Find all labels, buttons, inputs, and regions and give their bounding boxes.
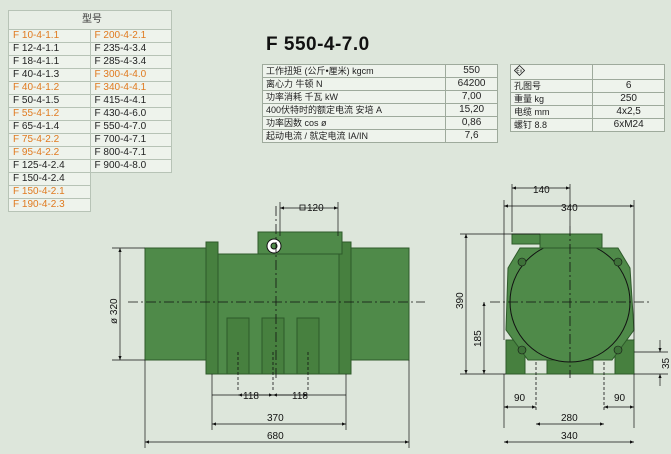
spec-value: 64200 (445, 77, 498, 91)
dim-140: 140 (533, 185, 550, 196)
spec-value: 4x2,5 (592, 105, 665, 119)
dim-280: 280 (561, 413, 578, 424)
dim-90-left: 90 (514, 393, 526, 404)
model-link[interactable]: F 235-4-3.4 (89, 42, 172, 56)
model-title: F 550-4-7.0 (266, 34, 370, 55)
model-link[interactable]: F 550-4-7.0 (89, 120, 172, 134)
spec-label: 工作扭矩 (公斤•厘米) kgcm (261, 64, 447, 78)
model-row: F 150-4-2.4 (8, 172, 172, 186)
dim-90-right: 90 (614, 393, 626, 404)
spec-label: Ex (509, 64, 594, 80)
model-link[interactable]: F 300-4-4.0 (89, 68, 172, 82)
spec-label: 离心力 牛顿 N (261, 77, 447, 91)
dim-35: 35 (661, 357, 671, 369)
model-link[interactable]: F 900-4-8.0 (89, 159, 172, 173)
spec-value: 550 (445, 64, 498, 78)
dim-185: 185 (473, 330, 484, 347)
foot-left (226, 317, 250, 375)
foot-right (296, 317, 320, 375)
spec-label: 起动电流 / 就定电流 IA/IN (261, 129, 447, 143)
spec-value (592, 64, 665, 80)
model-link[interactable]: F 40-4-1.3 (8, 68, 91, 82)
model-list-header: 型号 (8, 10, 172, 30)
square-symbol-icon (299, 204, 306, 211)
dim-340-top: 340 (561, 203, 578, 214)
model-link[interactable]: F 125-4-2.4 (8, 159, 91, 173)
dim-680: 680 (267, 431, 284, 442)
spec-row: Ex (509, 64, 665, 80)
spec-value: 7,6 (445, 129, 498, 143)
model-link[interactable]: F 10-4-1.1 (8, 29, 91, 43)
dim-370: 370 (267, 413, 284, 424)
model-link[interactable]: F 800-4-7.1 (89, 146, 172, 160)
motor-endcap-left (144, 247, 212, 361)
dim-390: 390 (455, 292, 466, 309)
dim-118-right: 118 (292, 391, 308, 402)
motor-endcap-right (344, 247, 410, 361)
bolt-icon (517, 345, 527, 355)
motor-flange-right (338, 241, 352, 375)
motor-flange-left (205, 241, 219, 375)
model-link[interactable]: F 55-4-1.2 (8, 107, 91, 121)
spec-value: 0,86 (445, 116, 498, 130)
model-link[interactable]: F 415-4-4.1 (89, 94, 172, 108)
spec-label: 电缆 mm (509, 105, 594, 119)
spec-label: 螺钉 8.8 (509, 118, 594, 132)
dim-118-left: 118 (243, 391, 259, 402)
dim-320: ø 320 (109, 298, 120, 324)
bolt-icon (613, 345, 623, 355)
front-view: 140 340 390 185 35 90 90 280 340 (455, 184, 671, 444)
dim-120: 120 (307, 203, 324, 214)
model-link[interactable]: F 190-4-2.3 (8, 198, 91, 212)
ex-icon: Ex (513, 64, 526, 77)
svg-text:Ex: Ex (516, 68, 522, 74)
bolt-icon (613, 257, 623, 267)
front-terminal-box (539, 233, 603, 249)
spec-label: 400伏特时的额定电流 安培 A (261, 103, 447, 117)
foot-mid (261, 317, 285, 375)
model-link[interactable]: F 700-4-7.1 (89, 133, 172, 147)
bolt-icon (517, 257, 527, 267)
model-link[interactable]: F 340-4-4.1 (89, 81, 172, 95)
model-row: F 190-4-2.3 (8, 198, 172, 212)
model-link[interactable]: F 18-4-1.1 (8, 55, 91, 69)
dim-340-bottom: 340 (561, 431, 578, 442)
model-link[interactable]: F 65-4-1.4 (8, 120, 91, 134)
spec-value: 7,00 (445, 90, 498, 104)
side-view: 120 ø 320 118 118 370 680 (109, 202, 425, 448)
model-link[interactable]: F 150-4-2.4 (8, 172, 91, 186)
spec-value: 6xM24 (592, 118, 665, 132)
front-cable-gland (511, 233, 541, 245)
